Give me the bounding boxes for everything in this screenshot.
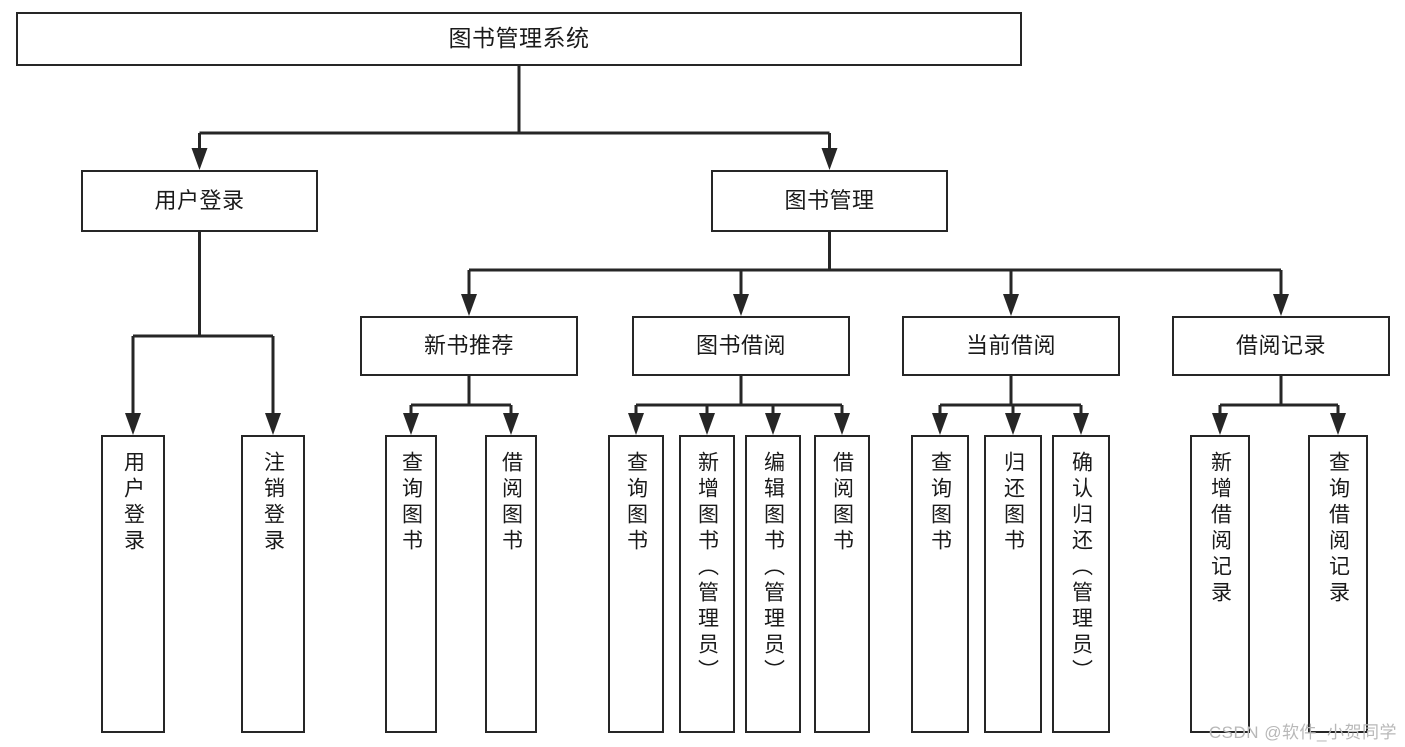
node-leaf-borrow-book-2-label: 借阅图书 <box>830 451 854 555</box>
node-leaf-borrow-book-1-label: 借阅图书 <box>499 451 523 555</box>
node-leaf-query-record-label: 查询借阅记录 <box>1326 451 1350 607</box>
node-user-login-label: 用户登录 <box>154 187 245 213</box>
node-leaf-query-book-2-label: 查询图书 <box>624 451 648 555</box>
node-book-management-label: 图书管理 <box>784 187 875 213</box>
node-new-book-recommend-label: 新书推荐 <box>423 332 514 358</box>
node-leaf-query-record[interactable]: 查询借阅记录 <box>1308 435 1368 733</box>
node-leaf-query-book-2[interactable]: 查询图书 <box>608 435 664 733</box>
node-leaf-borrow-book-1[interactable]: 借阅图书 <box>485 435 537 733</box>
node-current-borrow-label: 当前借阅 <box>965 332 1056 358</box>
node-leaf-confirm-return-label: 确认归还（管理员） <box>1069 451 1093 685</box>
node-leaf-confirm-return[interactable]: 确认归还（管理员） <box>1052 435 1110 733</box>
node-book-borrow-label: 图书借阅 <box>695 332 786 358</box>
node-leaf-borrow-book-2[interactable]: 借阅图书 <box>814 435 870 733</box>
node-book-borrow[interactable]: 图书借阅 <box>632 316 850 376</box>
node-leaf-query-book-1[interactable]: 查询图书 <box>385 435 437 733</box>
node-leaf-add-book-label: 新增图书（管理员） <box>695 451 719 685</box>
node-current-borrow[interactable]: 当前借阅 <box>902 316 1120 376</box>
node-leaf-add-record-label: 新增借阅记录 <box>1208 451 1232 607</box>
node-leaf-return-book[interactable]: 归还图书 <box>984 435 1042 733</box>
node-leaf-logout-login[interactable]: 注销登录 <box>241 435 305 733</box>
node-new-book-recommend[interactable]: 新书推荐 <box>360 316 578 376</box>
node-leaf-user-login[interactable]: 用户登录 <box>101 435 165 733</box>
node-root-label: 图书管理系统 <box>448 25 590 52</box>
watermark: CSDN @软件_小贺同学 <box>1208 723 1397 742</box>
node-book-management[interactable]: 图书管理 <box>711 170 948 232</box>
node-leaf-query-book-1-label: 查询图书 <box>399 451 423 555</box>
node-root[interactable]: 图书管理系统 <box>16 12 1022 66</box>
node-borrow-record[interactable]: 借阅记录 <box>1172 316 1390 376</box>
node-leaf-edit-book[interactable]: 编辑图书（管理员） <box>745 435 801 733</box>
node-leaf-add-record[interactable]: 新增借阅记录 <box>1190 435 1250 733</box>
node-leaf-user-login-label: 用户登录 <box>121 451 145 555</box>
node-leaf-add-book[interactable]: 新增图书（管理员） <box>679 435 735 733</box>
node-leaf-query-book-3[interactable]: 查询图书 <box>911 435 969 733</box>
node-leaf-return-book-label: 归还图书 <box>1001 451 1025 555</box>
node-leaf-query-book-3-label: 查询图书 <box>928 451 952 555</box>
node-leaf-logout-login-label: 注销登录 <box>261 451 285 555</box>
node-borrow-record-label: 借阅记录 <box>1235 332 1326 358</box>
node-user-login[interactable]: 用户登录 <box>81 170 318 232</box>
node-leaf-edit-book-label: 编辑图书（管理员） <box>761 451 785 685</box>
